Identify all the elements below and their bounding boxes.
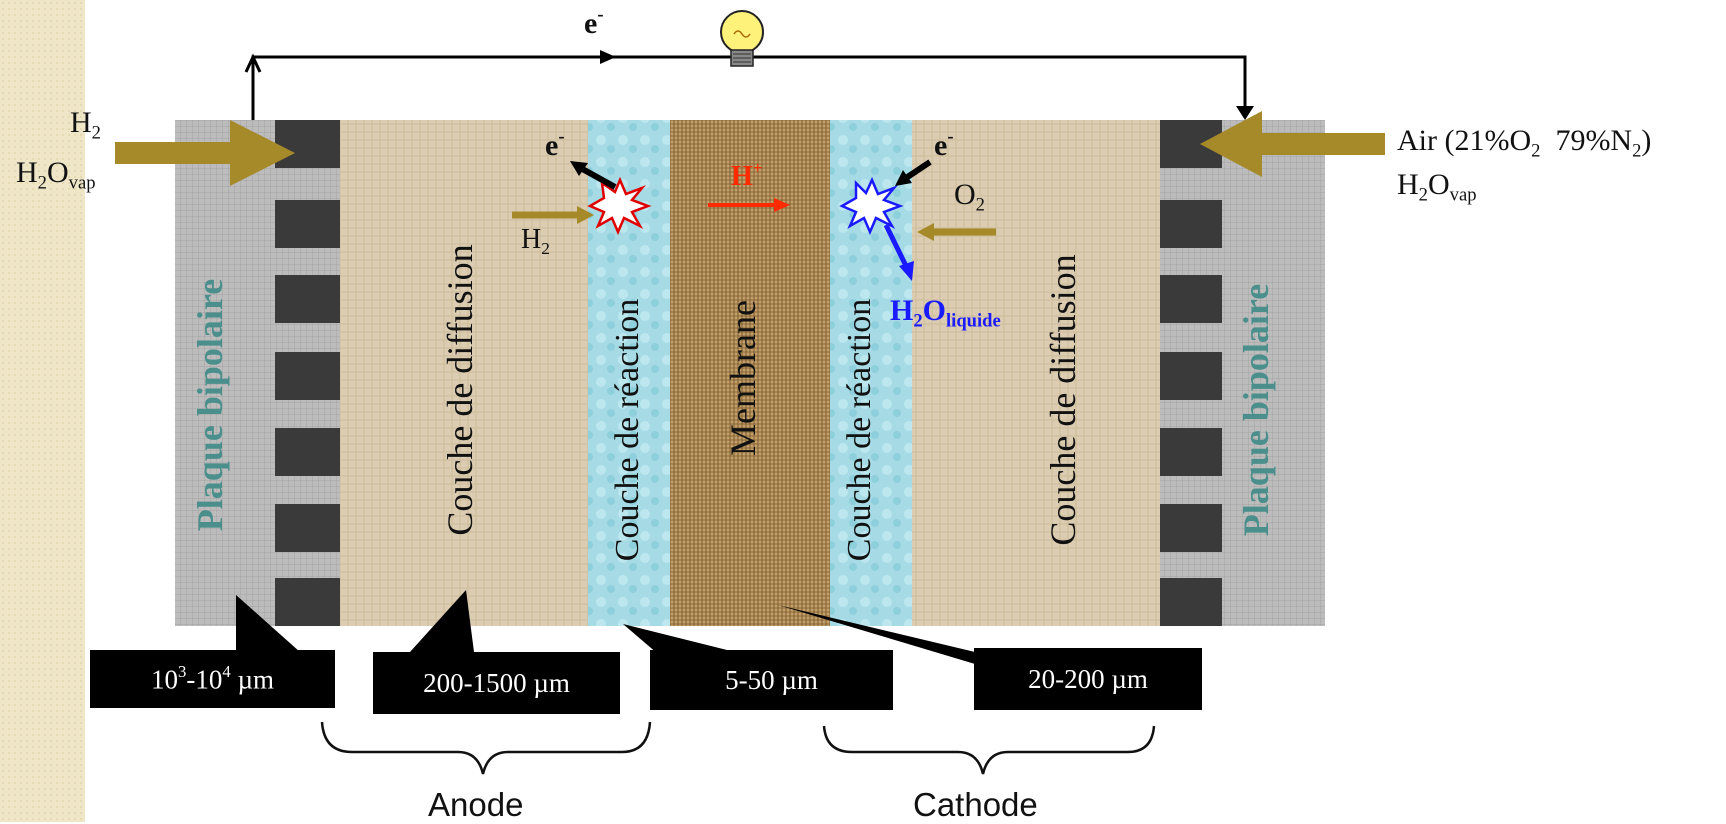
anode-h2-label: H2: [521, 224, 550, 259]
dimension-membrane: 20-200 µm: [974, 648, 1202, 710]
reaction-right-label: Couche de réaction: [841, 298, 878, 562]
cathode-feed-arrow: [1200, 111, 1385, 177]
channels-right: [1160, 120, 1222, 626]
diffusion-right-label: Couche de diffusion: [1043, 254, 1083, 546]
diffusion-left-label: Couche de diffusion: [440, 244, 480, 536]
reaction-left-label: Couche de réaction: [609, 298, 646, 562]
cathode-electron-label: e-: [934, 126, 954, 163]
anode-h2-arrowhead: [577, 206, 594, 224]
anode-feed-h2: H2: [70, 106, 101, 144]
cathode-brace: [822, 725, 1156, 775]
plate-right-label: Plaque bipolaire: [1236, 283, 1276, 537]
cathode-feed-water: H2Ovap: [1397, 168, 1477, 206]
cathode-feed-air: Air (21%O2 79%N2): [1397, 124, 1652, 162]
cathode-group-label: Cathode: [913, 786, 1038, 823]
light-bulb-icon: [720, 10, 764, 67]
channels-left: [275, 120, 340, 626]
proton-label: H+: [731, 158, 763, 193]
dimension-reaction: 5-50 µm: [650, 650, 893, 710]
circuit-arrow-down: [1236, 106, 1254, 120]
cathode-o2-arrowhead: [917, 223, 934, 241]
cathode-star-icon: [839, 176, 904, 236]
pointer-diffusion: [410, 590, 474, 652]
cathode-electron-arrowhead: [895, 170, 912, 186]
proton-arrowhead: [774, 198, 790, 212]
diffusion-layer-right: [912, 120, 1160, 626]
circuit-arrow-up: [244, 53, 262, 73]
anode-electron-arrowhead: [570, 161, 588, 176]
left-sidebar: [0, 0, 85, 822]
water-arrow: [883, 223, 910, 270]
membrane-label: Membrane: [723, 300, 763, 456]
anode-group-label: Anode: [428, 786, 524, 823]
water-liquid-label: H2Oliquide: [890, 294, 1001, 332]
anode-electron-label: e-: [545, 126, 565, 163]
water-arrowhead: [899, 261, 914, 281]
pointer-plate: [236, 595, 300, 652]
diffusion-layer-left: [340, 120, 588, 626]
plate-left-label: Plaque bipolaire: [190, 278, 230, 532]
anode-star-icon: [587, 176, 652, 236]
dimension-diffusion: 200-1500 µm: [373, 652, 620, 714]
pointer-membrane: [778, 605, 975, 664]
dimension-plate: 103-104 µm: [90, 650, 335, 708]
cathode-o2-label: O2: [954, 178, 985, 216]
circuit-electron-label: e-: [584, 4, 604, 41]
circuit-arrow-right: [600, 50, 616, 64]
anode-feed-water: H2Ovap: [16, 156, 96, 194]
anode-feed-arrow: [115, 120, 295, 186]
anode-brace: [320, 721, 652, 775]
